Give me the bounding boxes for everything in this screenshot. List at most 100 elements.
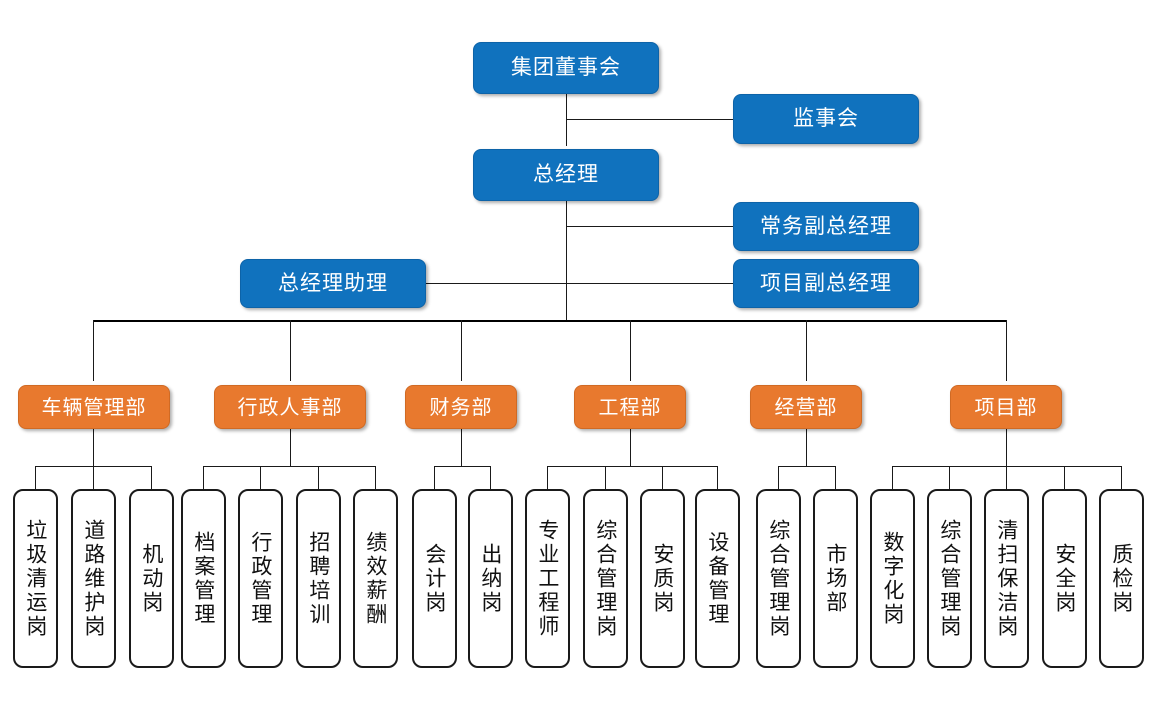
connector-leaf-19: [1064, 466, 1065, 489]
position-box[interactable]: 垃圾清运岗: [13, 489, 58, 668]
connector-leaf-5: [260, 466, 261, 489]
position-label: 机动岗: [139, 542, 164, 615]
dept-label: 经营部: [774, 395, 838, 419]
connector-leaf-15: [835, 466, 836, 489]
connector-leaf-9: [490, 466, 491, 489]
connector-bus-to-dept-5: [806, 320, 807, 381]
position-box[interactable]: 安全岗: [1042, 489, 1087, 668]
subbus-dept-2: [203, 466, 375, 467]
position-box[interactable]: 会计岗: [412, 489, 457, 668]
position-label: 清扫保洁岗: [994, 518, 1019, 639]
stem-dept-4: [630, 428, 631, 466]
dept-finance[interactable]: 财务部: [405, 385, 517, 429]
stem-dept-1: [93, 428, 94, 466]
position-label: 设备管理: [705, 530, 730, 627]
position-box[interactable]: 机动岗: [129, 489, 174, 668]
connector-gm-assistant-to-spine: [425, 283, 566, 284]
node-supervisory-board[interactable]: 监事会: [733, 94, 919, 144]
stem-dept-2: [290, 428, 291, 466]
position-box[interactable]: 综合管理岗: [583, 489, 628, 668]
position-label: 档案管理: [191, 530, 216, 627]
connector-bus-to-dept-6: [1006, 320, 1007, 381]
position-label: 综合管理岗: [937, 518, 962, 639]
node-general-manager[interactable]: 总经理: [473, 149, 659, 201]
position-label: 招聘培训: [306, 530, 331, 627]
position-box[interactable]: 行政管理: [238, 489, 283, 668]
connector-leaf-13: [717, 466, 718, 489]
position-box[interactable]: 道路维护岗: [71, 489, 116, 668]
connector-gm-to-bus: [566, 200, 567, 321]
connector-bus-to-dept-1: [93, 320, 94, 381]
connector-leaf-7: [375, 466, 376, 489]
connector-bus-to-dept-4: [630, 320, 631, 381]
node-label: 总经理助理: [278, 270, 388, 295]
position-label: 数字化岗: [880, 530, 905, 627]
position-box[interactable]: 数字化岗: [870, 489, 915, 668]
node-label: 项目副总经理: [760, 270, 892, 295]
subbus-dept-4: [547, 466, 717, 467]
dept-label: 车辆管理部: [41, 395, 147, 419]
node-executive-deputy-gm[interactable]: 常务副总经理: [733, 202, 919, 251]
department-bus-line: [93, 320, 1007, 322]
position-label: 行政管理: [248, 530, 273, 627]
node-label: 集团董事会: [511, 55, 621, 80]
connector-leaf-18: [1006, 466, 1007, 489]
connector-leaf-10: [547, 466, 548, 489]
node-gm-assistant[interactable]: 总经理助理: [240, 259, 426, 308]
position-box[interactable]: 出纳岗: [468, 489, 513, 668]
dept-vehicle-management[interactable]: 车辆管理部: [18, 385, 170, 429]
position-label: 出纳岗: [478, 542, 503, 615]
connector-board-to-supervisory: [566, 119, 733, 120]
dept-project[interactable]: 项目部: [950, 385, 1062, 429]
position-box[interactable]: 综合管理岗: [927, 489, 972, 668]
position-box[interactable]: 清扫保洁岗: [984, 489, 1029, 668]
position-label: 市场部: [823, 542, 848, 615]
position-box[interactable]: 安质岗: [640, 489, 685, 668]
connector-leaf-14: [778, 466, 779, 489]
position-label: 综合管理岗: [593, 518, 618, 639]
position-box[interactable]: 绩效薪酬: [353, 489, 398, 668]
position-box[interactable]: 档案管理: [181, 489, 226, 668]
stem-dept-6: [1006, 428, 1007, 466]
dept-engineering[interactable]: 工程部: [574, 385, 686, 429]
node-label: 监事会: [793, 106, 859, 131]
connector-leaf-2: [93, 466, 94, 489]
position-label: 绩效薪酬: [363, 530, 388, 627]
connector-leaf-11: [605, 466, 606, 489]
node-group-board[interactable]: 集团董事会: [473, 42, 659, 94]
dept-label: 行政人事部: [237, 395, 343, 419]
position-label: 质检岗: [1109, 542, 1134, 615]
subbus-dept-5: [778, 466, 835, 467]
dept-operations[interactable]: 经营部: [750, 385, 862, 429]
node-label: 常务副总经理: [760, 213, 892, 238]
position-box[interactable]: 招聘培训: [296, 489, 341, 668]
dept-admin-hr[interactable]: 行政人事部: [214, 385, 366, 429]
position-label: 综合管理岗: [766, 518, 791, 639]
connector-leaf-1: [35, 466, 36, 489]
position-box[interactable]: 市场部: [813, 489, 858, 668]
stem-dept-3: [461, 428, 462, 466]
connector-gm-to-exec-deputy: [566, 226, 733, 227]
connector-leaf-8: [434, 466, 435, 489]
position-box[interactable]: 设备管理: [695, 489, 740, 668]
position-box[interactable]: 质检岗: [1099, 489, 1144, 668]
position-box[interactable]: 综合管理岗: [756, 489, 801, 668]
position-label: 道路维护岗: [81, 518, 106, 639]
connector-gm-to-project-deputy: [566, 283, 733, 284]
connector-bus-to-dept-3: [461, 320, 462, 381]
dept-label: 项目部: [974, 395, 1038, 419]
connector-leaf-20: [1121, 466, 1122, 489]
position-label: 安全岗: [1052, 542, 1077, 615]
position-label: 专业工程师: [535, 518, 560, 639]
connector-bus-to-dept-2: [290, 320, 291, 381]
position-label: 会计岗: [422, 542, 447, 615]
dept-label: 财务部: [429, 395, 493, 419]
position-box[interactable]: 专业工程师: [525, 489, 570, 668]
connector-leaf-6: [318, 466, 319, 489]
dept-label: 工程部: [598, 395, 662, 419]
connector-leaf-16: [892, 466, 893, 489]
connector-leaf-17: [949, 466, 950, 489]
node-project-deputy-gm[interactable]: 项目副总经理: [733, 259, 919, 308]
connector-leaf-12: [662, 466, 663, 489]
